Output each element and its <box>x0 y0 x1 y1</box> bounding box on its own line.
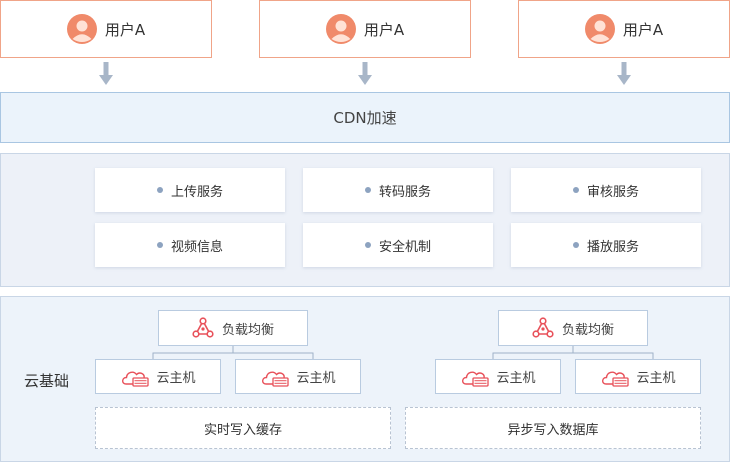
user-avatar-icon <box>325 14 356 44</box>
load-balancer-box: 负载均衡 <box>158 310 308 346</box>
cloud-host-label: 云主机 <box>156 371 196 386</box>
storage-label: 异步写入数据库 <box>507 422 599 438</box>
cdn-label: CDN加速 <box>333 109 397 127</box>
service-label: 视频信息 <box>170 239 223 255</box>
user-avatar-icon <box>66 14 97 44</box>
cloud-server-icon <box>462 371 490 387</box>
cloud-host-box: 云主机 <box>575 359 701 394</box>
arrow-down-icon <box>99 62 113 85</box>
cloud-host-label: 云主机 <box>636 371 676 386</box>
bullet-dot <box>364 242 371 248</box>
service-label: 上传服务 <box>170 184 223 200</box>
service-box: 安全机制 <box>303 223 493 267</box>
cloud-host-box: 云主机 <box>235 359 361 394</box>
bullet-dot <box>156 242 163 248</box>
bullet-dot <box>364 187 371 193</box>
storage-box: 实时写入缓存 <box>95 407 391 449</box>
service-box: 审核服务 <box>511 168 701 212</box>
user-box-2: 用户A <box>259 0 471 58</box>
cloud-host-label: 云主机 <box>296 371 336 386</box>
cloud-host-box: 云主机 <box>95 359 221 394</box>
network-nodes-icon <box>192 317 214 338</box>
arrow-down-icon <box>617 62 631 85</box>
user-label: 用户A <box>363 20 405 39</box>
service-label: 审核服务 <box>586 184 639 200</box>
bullet-dot <box>156 187 163 193</box>
load-balancer-label: 负载均衡 <box>221 322 274 338</box>
cloud-host-label: 云主机 <box>496 371 536 386</box>
cloud-server-icon <box>602 371 630 387</box>
arrow-down-icon <box>358 62 372 85</box>
service-box: 视频信息 <box>95 223 285 267</box>
user-box-1: 用户A <box>0 0 212 58</box>
storage-label: 实时写入缓存 <box>203 422 282 438</box>
user-label: 用户A <box>104 20 146 39</box>
service-box: 上传服务 <box>95 168 285 212</box>
load-balancer-label: 负载均衡 <box>561 322 614 338</box>
bullet-dot <box>572 242 579 248</box>
bullet-dot <box>572 187 579 193</box>
cdn-layer: CDN加速 <box>0 92 730 143</box>
user-avatar-icon <box>584 14 615 44</box>
cloud-server-icon <box>262 371 290 387</box>
network-nodes-icon <box>532 317 554 338</box>
load-balancer-box: 负载均衡 <box>498 310 648 346</box>
service-box: 转码服务 <box>303 168 493 212</box>
cloud-label: 云基础 <box>24 372 70 390</box>
service-label: 安全机制 <box>378 239 431 255</box>
user-label: 用户A <box>622 20 664 39</box>
service-box: 播放服务 <box>511 223 701 267</box>
service-label: 播放服务 <box>586 239 639 255</box>
service-label: 转码服务 <box>378 184 431 200</box>
storage-box: 异步写入数据库 <box>405 407 701 449</box>
cloud-server-icon <box>122 371 150 387</box>
user-box-3: 用户A <box>518 0 730 58</box>
cloud-host-box: 云主机 <box>435 359 561 394</box>
